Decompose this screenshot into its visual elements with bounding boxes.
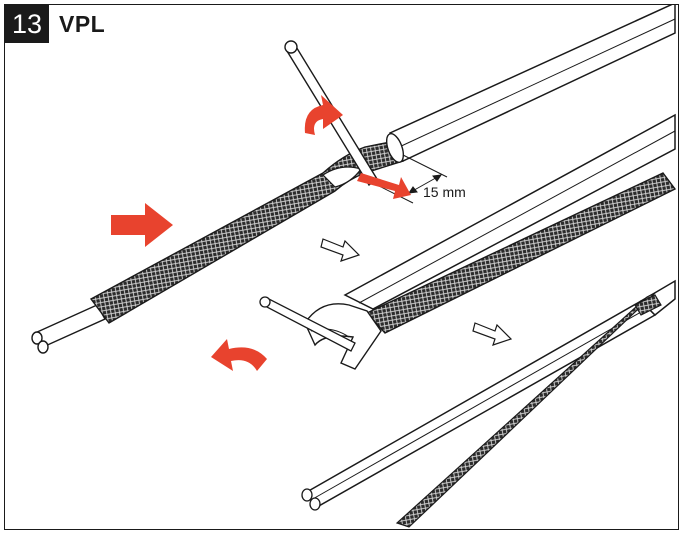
cable-middle bbox=[304, 113, 677, 370]
braid-tail-lower bbox=[395, 292, 656, 528]
cable-upper bbox=[31, 5, 676, 354]
separating-tool-lower bbox=[259, 296, 356, 352]
sequence-arrow-icon bbox=[320, 238, 361, 262]
step-title: VPL bbox=[59, 11, 106, 37]
pull-arrow-icon bbox=[211, 339, 267, 371]
sequence-arrow-icon bbox=[472, 322, 513, 346]
separation-arrow-icon bbox=[357, 173, 411, 199]
braid-sheath-middle bbox=[365, 172, 677, 334]
illustration: 15 mm bbox=[31, 5, 677, 528]
cable-lower bbox=[301, 279, 676, 528]
lift-arrow-icon bbox=[304, 95, 343, 135]
instruction-panel: 13 VPL bbox=[4, 4, 679, 530]
step-number-badge: 13 bbox=[5, 5, 49, 43]
push-arrow-icon bbox=[111, 203, 173, 247]
dimension-label: 15 mm bbox=[423, 184, 466, 200]
conductor-ends-upper bbox=[31, 304, 106, 354]
